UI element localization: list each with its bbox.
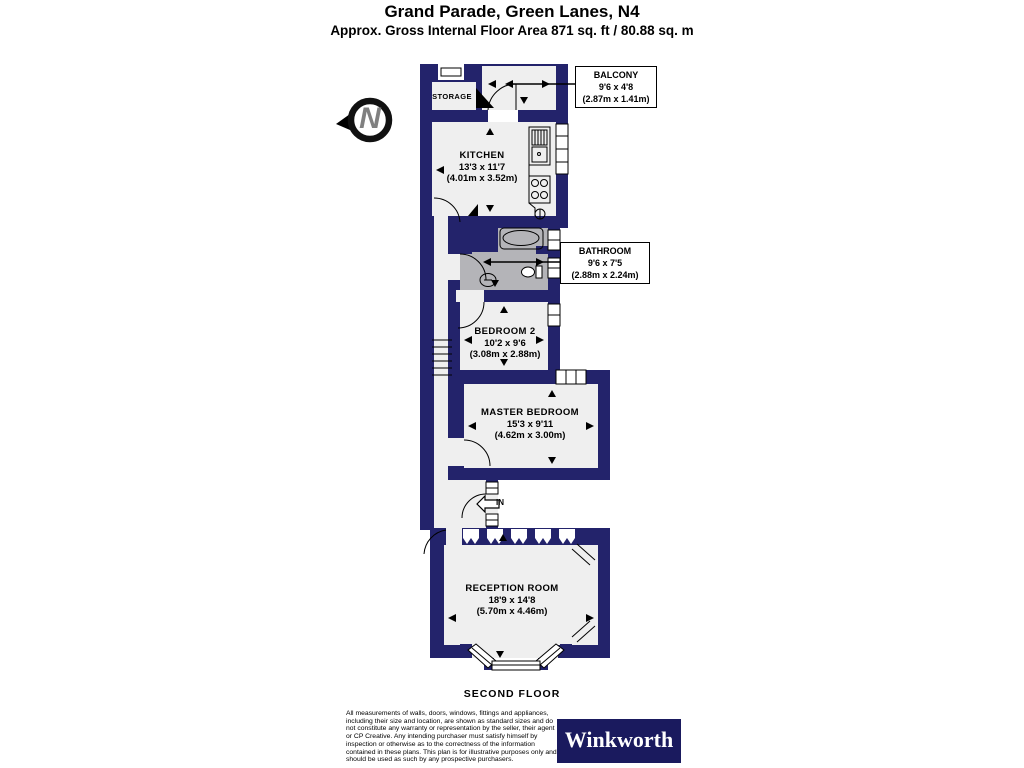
- fixtures: [432, 126, 551, 376]
- entrance-label: IN: [496, 498, 504, 507]
- master-bedroom-room-label: MASTER BEDROOM 15'3 x 9'11 (4.62m x 3.00…: [458, 407, 602, 442]
- room-dims-imperial: 9'6 x 4'8: [598, 82, 634, 92]
- window-icon: [547, 229, 561, 251]
- bedroom2-room-label: BEDROOM 2 10'2 x 9'6 (3.08m x 2.88m): [449, 326, 561, 361]
- windows: [438, 64, 587, 527]
- bedroom2-door-arc: [457, 301, 485, 329]
- kitchen-door-leaf: [468, 204, 478, 216]
- disclaimer-text: All measurements of walls, doors, window…: [346, 710, 557, 764]
- bay-floor: [472, 645, 558, 658]
- window-icon: [547, 257, 561, 279]
- balcony-callout: BALCONY 9'6 x 4'8 (2.87m x 1.41m): [575, 66, 657, 108]
- room-name: MASTER BEDROOM: [481, 407, 579, 418]
- room-dims-metric: (5.70m x 4.46m): [476, 606, 548, 617]
- hob-icon: [528, 175, 551, 204]
- kitchen-door-arc: [433, 197, 461, 223]
- room-dims-metric: (4.01m x 3.52m): [446, 173, 518, 184]
- bathtub-icon: [499, 227, 544, 250]
- room-name: RECEPTION ROOM: [465, 583, 559, 594]
- storage-door-leaf: [476, 88, 494, 108]
- room-name: KITCHEN: [459, 150, 505, 161]
- reception-top-feature: [463, 529, 575, 544]
- storage-room-label: STORAGE: [426, 91, 478, 103]
- winkworth-logo: Winkworth: [557, 719, 681, 763]
- room-dims-imperial: 13'3 x 11'7: [458, 161, 506, 173]
- room-dims-imperial: 18'9 x 14'8: [488, 594, 536, 606]
- wall-break-marks: [571, 543, 596, 643]
- doors: [423, 83, 517, 555]
- room-name: BATHROOM: [578, 246, 632, 256]
- measurement-arrows: [436, 80, 594, 658]
- page-title: Grand Parade, Green Lanes, N4: [384, 2, 640, 21]
- master-door-arc: [463, 439, 491, 467]
- callout-leaders: [483, 80, 576, 266]
- room-dims-imperial: 9'6 x 7'5: [587, 258, 623, 268]
- storage-floor: [432, 82, 476, 110]
- room-name: BALCONY: [593, 70, 639, 80]
- toilet-icon: [521, 265, 543, 279]
- hallway-floor: [434, 216, 448, 528]
- stairs-icon: [432, 339, 452, 376]
- bathroom-door-arc: [459, 253, 487, 281]
- kitchen-room-label: KITCHEN 13'3 x 11'7 (4.01m x 3.52m): [424, 150, 540, 185]
- room-dims-imperial: 15'3 x 9'11: [506, 418, 554, 430]
- reception-room-label: RECEPTION ROOM 18'9 x 14'8 (5.70m x 4.46…: [434, 583, 590, 618]
- entrance-door-arc: [461, 493, 487, 519]
- window-icon: [547, 303, 561, 327]
- vent-icon: [485, 481, 499, 495]
- page-subtitle: Approx. Gross Internal Floor Area 871 sq…: [330, 23, 694, 38]
- bay-window: [460, 643, 572, 671]
- north-label: N: [359, 102, 381, 135]
- vent-icon: [485, 513, 499, 527]
- room-dims-metric: (3.08m x 2.88m): [469, 349, 541, 360]
- bathroom-callout: BATHROOM 9'6 x 7'5 (2.88m x 2.24m): [560, 242, 650, 284]
- room-dims-imperial: 10'2 x 9'6: [484, 337, 526, 349]
- window-icon: [555, 369, 587, 385]
- reception-door-arc: [423, 529, 447, 555]
- north-compass-icon: [336, 97, 393, 143]
- balcony-floor: [482, 66, 556, 110]
- room-dims-metric: (2.87m x 1.41m): [582, 94, 650, 104]
- floor-name: SECOND FLOOR: [463, 688, 561, 700]
- reception-floor: [444, 545, 598, 645]
- room-name: BEDROOM 2: [474, 326, 536, 337]
- entrance-arrow-icon: [476, 494, 500, 514]
- room-name: STORAGE: [432, 92, 472, 101]
- master-bedroom-floor: [464, 384, 598, 468]
- boiler-icon: [534, 208, 546, 220]
- window-icon: [438, 64, 464, 80]
- window-icon: [555, 123, 569, 175]
- bedroom2-floor: [460, 302, 548, 370]
- room-dims-metric: (4.62m x 3.00m): [494, 430, 566, 441]
- room-dims-metric: (2.88m x 2.24m): [571, 270, 639, 280]
